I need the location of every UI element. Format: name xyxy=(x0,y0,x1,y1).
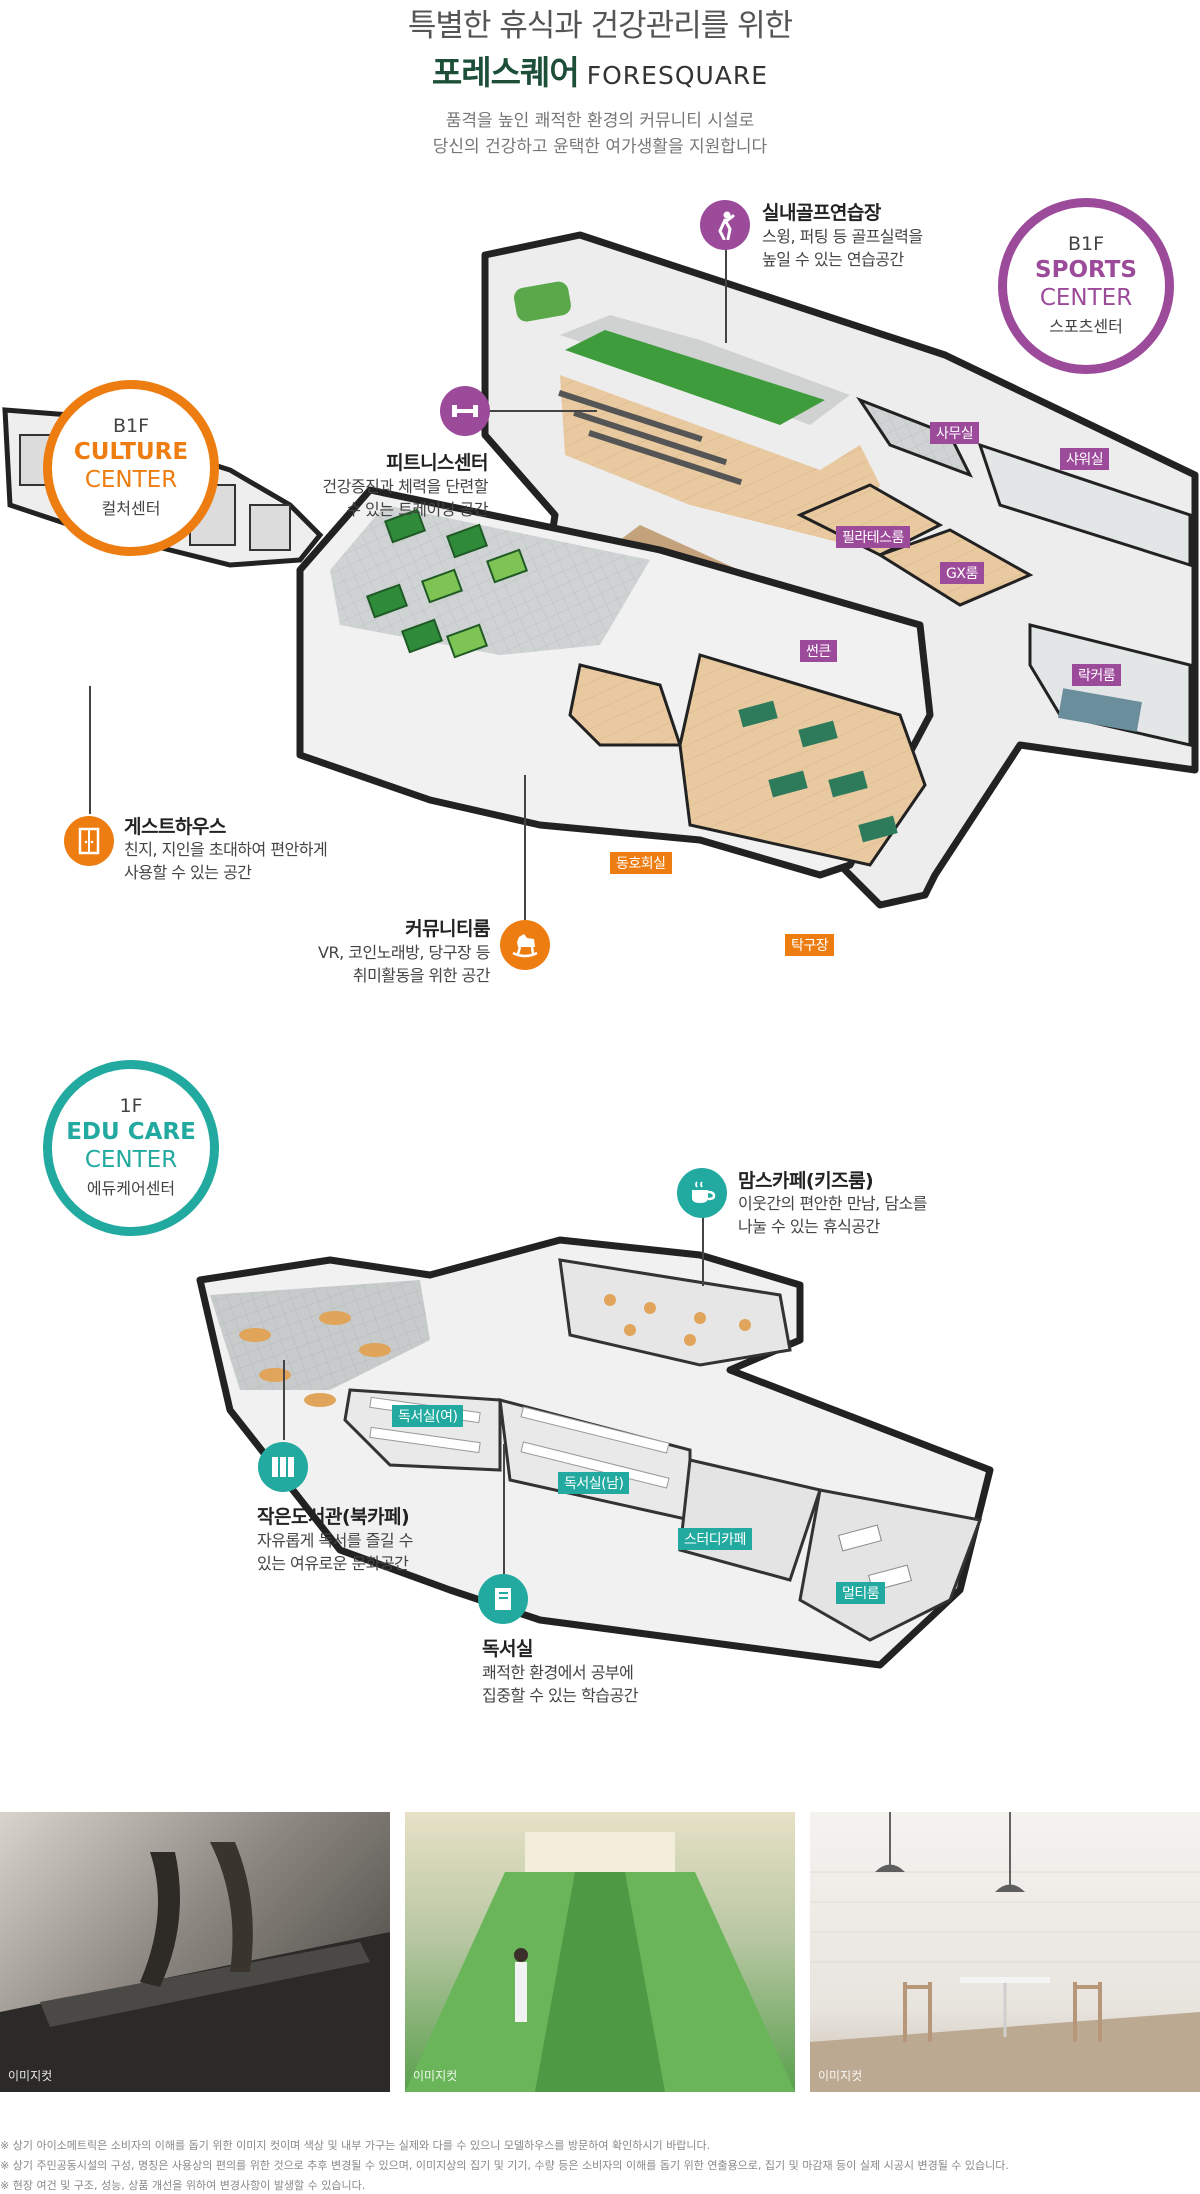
books-icon xyxy=(258,1442,308,1492)
fitness-leader xyxy=(487,410,597,412)
library-desc-1: 자유롭게 독서를 즐길 수 xyxy=(257,1531,413,1550)
treadmill-rows xyxy=(558,390,743,486)
momscafe-desc-2: 나눌 수 있는 휴식공간 xyxy=(738,1217,880,1236)
fitness-title: 피트니스센터 xyxy=(386,452,488,474)
golf-icon xyxy=(700,200,750,250)
tag-shower: 샤워실 xyxy=(1060,448,1110,470)
library-leader xyxy=(283,1360,285,1440)
tag-gx: GX룸 xyxy=(940,562,984,584)
golf-range-illustration xyxy=(405,1832,795,2092)
library-floor xyxy=(210,1280,430,1390)
disclaimer-line: ※ 상기 아이소메트릭은 소비자의 이해를 돕기 위한 이미지 컷이며 색상 및… xyxy=(0,2139,711,2152)
badge-name: CULTURE xyxy=(73,439,189,465)
club-room xyxy=(568,663,683,747)
badge-sports-center: B1F SPORTS CENTER 스포츠센터 xyxy=(998,198,1174,374)
golf-title: 실내골프연습장 xyxy=(762,202,881,224)
pingpong-room xyxy=(678,653,927,867)
badge-name: SPORTS xyxy=(1035,257,1137,283)
badge-culture-center: B1F CULTURE CENTER 컬처센터 xyxy=(43,380,219,556)
tag-reading-men: 독서실(남) xyxy=(558,1472,630,1494)
badge-name-ko: 스포츠센터 xyxy=(1049,317,1123,336)
brand-name-en: FORESQUARE xyxy=(586,61,769,90)
page-title: 특별한 휴식과 건강관리를 위한 xyxy=(407,8,793,44)
fitness-desc-2: 수 있는 트레이닝 공간 xyxy=(346,500,488,519)
photo-caption: 이미지컷 xyxy=(413,2069,458,2083)
tag-reading-women: 독서실(여) xyxy=(392,1405,464,1427)
badge-floor: B1F xyxy=(112,415,150,437)
momscafe-area xyxy=(558,1258,792,1367)
tag-multiroom: 멀티룸 xyxy=(836,1582,886,1604)
disclaimer-notes: ※ 상기 아이소메트릭은 소비자의 이해를 돕기 위한 이미지 컷이며 색상 및… xyxy=(0,2136,1200,2194)
fitness-desc-1: 건강증진과 체력을 단련할 xyxy=(322,477,488,496)
1f-floor-plan xyxy=(196,1236,994,1669)
golf-leader xyxy=(725,248,727,343)
disclaimer-line: ※ 상기 주민공동시설의 구성, 명칭은 사용상의 편의를 위한 것으로 추후 … xyxy=(0,2159,1009,2172)
golf-desc-1: 스윙, 퍼팅 등 골프실력을 xyxy=(762,227,923,246)
momscafe-title: 맘스카페(키즈룸) xyxy=(738,1170,874,1192)
photo-treadmill: 이미지컷 xyxy=(0,1812,390,2092)
reading-desc-1: 쾌적한 환경에서 공부에 xyxy=(482,1663,634,1682)
badge-name-2: CENTER xyxy=(84,1147,178,1173)
tag-sunken: 썬큰 xyxy=(800,640,837,662)
photo-golf-range: 이미지컷 xyxy=(405,1812,795,2092)
cafe-illustration xyxy=(810,1812,1200,2092)
dumbbell-icon xyxy=(440,386,490,436)
badge-educare-center: 1F EDU CARE CENTER 에듀케어센터 xyxy=(43,1060,219,1236)
golf-desc-2: 높일 수 있는 연습공간 xyxy=(762,250,904,269)
office-room xyxy=(856,396,974,478)
book-icon xyxy=(478,1574,528,1624)
photo-caption: 이미지컷 xyxy=(818,2069,863,2083)
subtitle-line-1: 품격을 높인 쾌적한 환경의 커뮤니티 시설로 xyxy=(445,111,755,131)
badge-name-2: CENTER xyxy=(1039,285,1133,311)
golf-putting-green xyxy=(565,330,825,425)
tag-office: 사무실 xyxy=(930,422,980,444)
reading-leader xyxy=(503,1444,505,1574)
badge-floor: B1F xyxy=(1067,233,1105,255)
community-room-floor xyxy=(330,505,650,655)
tag-club: 동호회실 xyxy=(610,852,672,874)
momscafe-desc-1: 이웃간의 편안한 만남, 담소를 xyxy=(738,1194,927,1213)
disclaimer-line: ※ 현장 여건 및 구조, 성능, 상품 개선을 위하여 변경사항이 발생할 수… xyxy=(0,2179,366,2192)
billiard-tables xyxy=(365,508,529,659)
tag-studycafe: 스터디카페 xyxy=(678,1528,752,1550)
tag-pingpong: 탁구장 xyxy=(785,934,835,956)
badge-name-2: CENTER xyxy=(84,467,178,493)
brand-name-ko: 포레스퀘어 xyxy=(431,53,580,92)
reading-title: 독서실 xyxy=(482,1638,533,1660)
cafe-tables xyxy=(604,1294,751,1346)
photo-cafe: 이미지컷 xyxy=(810,1812,1200,2092)
badge-name: EDU CARE xyxy=(66,1119,196,1145)
badge-name-ko: 에듀케어센터 xyxy=(86,1179,176,1198)
community-title: 커뮤니티룸 xyxy=(405,918,490,940)
guesthouse-desc-2: 사용할 수 있는 공간 xyxy=(124,863,252,882)
reading-desc-2: 집중할 수 있는 학습공간 xyxy=(482,1686,638,1705)
treadmill-illustration xyxy=(0,1842,390,2092)
rocking-horse-icon xyxy=(500,920,550,970)
locker-bank xyxy=(1058,688,1142,732)
studycafe-room xyxy=(678,1458,822,1582)
community-desc-1: VR, 코인노래방, 당구장 등 xyxy=(318,943,490,962)
tag-locker: 락커룸 xyxy=(1072,664,1122,686)
guesthouse-desc-1: 친지, 지인을 초대하여 편안하게 xyxy=(124,840,328,859)
library-title: 작은도서관(북카페) xyxy=(257,1506,410,1528)
badge-name-ko: 컬처센터 xyxy=(101,499,161,518)
door-icon xyxy=(64,816,114,866)
pingpong-tables xyxy=(738,700,898,843)
badge-floor: 1F xyxy=(119,1095,143,1117)
golf-mini-green xyxy=(514,281,571,322)
subtitle-line-2: 당신의 건강하고 윤택한 여가생활을 지원합니다 xyxy=(432,137,768,157)
coffee-icon xyxy=(677,1168,727,1218)
library-desc-2: 있는 여유로운 문화공간 xyxy=(257,1554,409,1573)
momscafe-leader xyxy=(702,1216,704,1286)
guesthouse-title: 게스트하우스 xyxy=(124,816,226,838)
community-leader xyxy=(524,775,526,920)
tag-pilates: 필라테스룸 xyxy=(836,526,910,548)
community-desc-2: 취미활동을 위한 공간 xyxy=(352,966,491,985)
photo-caption: 이미지컷 xyxy=(8,2069,53,2083)
shower-room xyxy=(977,442,1192,568)
guesthouse-leader xyxy=(89,686,91,814)
